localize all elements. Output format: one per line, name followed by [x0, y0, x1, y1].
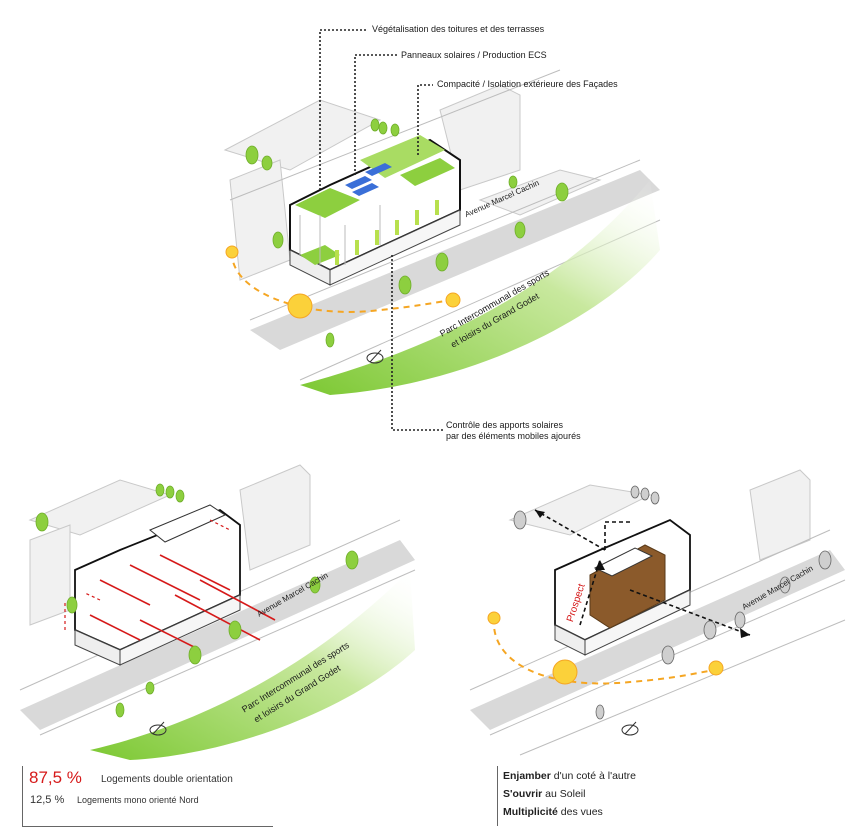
bottom-right-diagram — [469, 469, 846, 756]
view-arrows — [534, 509, 751, 636]
callout-compactness: Compacité / Isolation extérieure des Faç… — [437, 79, 618, 89]
context-buildings — [223, 84, 602, 281]
callout-solar-control-1: Contrôle des apports solaires — [446, 420, 564, 430]
callout-leaders — [319, 29, 445, 431]
bottom-left-diagram — [19, 464, 416, 760]
road-surface — [250, 170, 660, 350]
park-area — [90, 570, 415, 760]
main-building — [74, 504, 241, 666]
north-arrow-icon — [621, 721, 639, 736]
sun-icon — [487, 611, 501, 625]
double-orientation-percent: 87,5 % — [29, 768, 82, 787]
principle-line-2: S'ouvrir au Soleil — [503, 788, 586, 800]
sun-icon — [445, 292, 461, 308]
callout-solar-control-2: par des éléments mobiles ajourés — [446, 431, 581, 441]
north-arrow-icon — [149, 721, 167, 736]
sun-icon — [287, 293, 313, 319]
principle-line-3: Multiplicité des vues — [503, 806, 603, 818]
legend-orientation: 87,5 % Logements double orientation 12,5… — [22, 766, 273, 827]
legend-principles: Enjamber d'un coté à l'autre S'ouvrir au… — [497, 766, 698, 826]
top-diagram — [223, 29, 661, 431]
main-building — [289, 135, 461, 286]
orientation-arrows — [89, 554, 276, 651]
solar-panels — [345, 163, 392, 196]
trees — [245, 118, 569, 348]
mono-orientation-percent: 12,5 % — [30, 794, 65, 806]
sun-icon — [708, 660, 724, 676]
north-arrow-icon — [366, 349, 384, 364]
callout-green-roofs: Végétalisation des toitures et des terra… — [372, 24, 545, 34]
sun-path — [230, 251, 456, 313]
sun-icon — [552, 659, 578, 685]
principle-line-1: Enjamber d'un coté à l'autre — [503, 770, 637, 782]
double-orientation-label: Logements double orientation — [101, 774, 233, 785]
main-building — [554, 518, 691, 656]
sun-icon — [225, 245, 239, 259]
trees — [513, 485, 832, 720]
mono-orientation-label: Logements mono orienté Nord — [77, 795, 199, 805]
park-area — [300, 180, 660, 395]
callout-solar-panels: Panneaux solaires / Production ECS — [401, 50, 547, 60]
